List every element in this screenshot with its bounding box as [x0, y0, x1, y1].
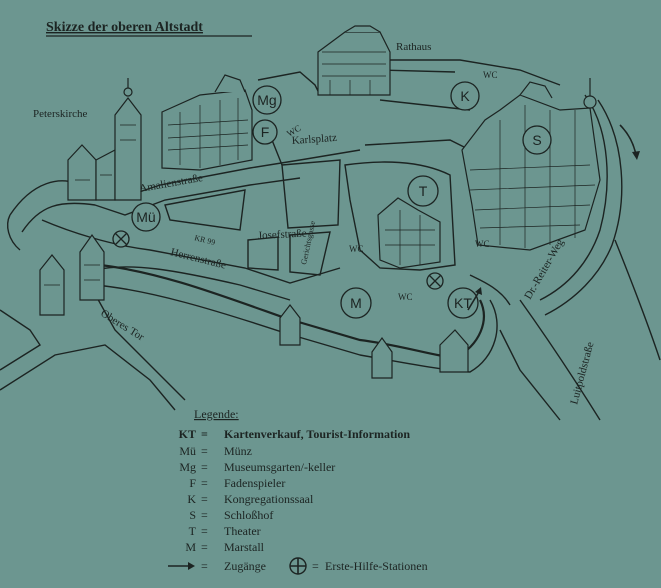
access-arrow-icon	[467, 287, 482, 311]
wall-tower-2	[371, 336, 393, 379]
svg-text:=: =	[312, 559, 319, 573]
marker-s-label: S	[532, 132, 541, 148]
schloss-building	[461, 78, 601, 251]
marker-m-label: M	[350, 295, 362, 311]
label-josefstrasse: Josefstraße	[258, 227, 308, 242]
marker-m[interactable]: M	[340, 287, 372, 319]
legend-text: Museumsgarten/-keller	[224, 460, 335, 474]
svg-text:=: =	[201, 540, 208, 554]
legend-code: S	[189, 508, 196, 522]
legend-text: Fadenspieler	[224, 476, 285, 490]
marker-k-label: K	[460, 88, 470, 104]
first-aid-icon[interactable]	[112, 230, 130, 248]
legend-code: Mg	[179, 460, 196, 474]
marker-mu[interactable]: Mü	[131, 202, 161, 232]
legend-text: Schloßhof	[224, 508, 273, 522]
legend: Legende: KT = Kartenverkauf, Tourist-Inf…	[168, 407, 428, 575]
marker-t[interactable]: T	[407, 175, 439, 207]
svg-text:=: =	[201, 524, 208, 538]
legend-text: Kongregationssaal	[224, 492, 314, 506]
legend-code: M	[185, 540, 196, 554]
map-title: Skizze der oberen Altstadt	[46, 20, 203, 35]
svg-text:=: =	[201, 427, 208, 441]
peterskirche-building	[67, 78, 142, 201]
marker-t-label: T	[419, 183, 428, 199]
legend-text: Theater	[224, 524, 261, 538]
marker-k[interactable]: K	[450, 81, 480, 111]
marker-s[interactable]: S	[522, 125, 552, 155]
legend-code: T	[189, 524, 197, 538]
label-rathaus: Rathaus	[396, 41, 431, 53]
legend-code: F	[189, 476, 196, 490]
legend-text: Kartenverkauf, Tourist-Information	[224, 427, 410, 441]
legend-first-aid-text: Erste-Hilfe-Stationen	[325, 559, 428, 573]
marker-mu-label: Mü	[136, 209, 155, 225]
label-wc: WC	[349, 244, 364, 254]
marker-f[interactable]: F	[252, 119, 278, 145]
label-wc: WC	[398, 292, 413, 302]
oberes-tor-towers	[39, 233, 105, 316]
marker-f-label: F	[261, 124, 270, 140]
legend-heading: Legende:	[194, 407, 239, 421]
label-herrenstrasse: Herrenstraße	[169, 246, 227, 271]
marker-kt-label: KT	[454, 295, 472, 311]
museum-building	[161, 74, 253, 171]
svg-text:=: =	[201, 559, 208, 573]
marker-kt[interactable]: KT	[447, 287, 479, 319]
marker-mg[interactable]: Mg	[252, 85, 282, 115]
legend-code: KT	[179, 427, 196, 441]
label-kr99: KR 99	[194, 233, 217, 247]
first-aid-icon[interactable]	[426, 272, 444, 290]
rathaus-building	[317, 25, 391, 96]
label-amalienstrasse: Amalienstraße	[138, 172, 203, 195]
legend-arrow-icon	[168, 562, 195, 570]
theater-building	[377, 197, 441, 269]
street-outlines	[0, 59, 661, 421]
label-luitpoldstrasse: Luitpoldstraße	[568, 341, 596, 406]
label-wc: WC	[475, 239, 490, 249]
legend-text: Marstall	[224, 540, 265, 554]
legend-text: Münz	[224, 444, 252, 458]
label-peterskirche: Peterskirche	[33, 108, 87, 120]
svg-text:=: =	[201, 508, 208, 522]
legend-access-text: Zugänge	[224, 559, 266, 573]
legend-code: K	[187, 492, 196, 506]
label-karlsplatz: Karlsplatz	[291, 132, 337, 147]
marker-mg-label: Mg	[257, 92, 276, 108]
legend-code: Mü	[179, 444, 196, 458]
svg-text:=: =	[201, 476, 208, 490]
wall-tower-3	[439, 329, 469, 373]
svg-text:=: =	[201, 492, 208, 506]
wall-tower-1	[279, 304, 301, 346]
svg-text:=: =	[201, 444, 208, 458]
access-arrow-icon	[619, 124, 640, 160]
legend-first-aid-icon	[289, 557, 307, 575]
label-wc: WC	[483, 70, 498, 80]
svg-text:=: =	[201, 460, 208, 474]
